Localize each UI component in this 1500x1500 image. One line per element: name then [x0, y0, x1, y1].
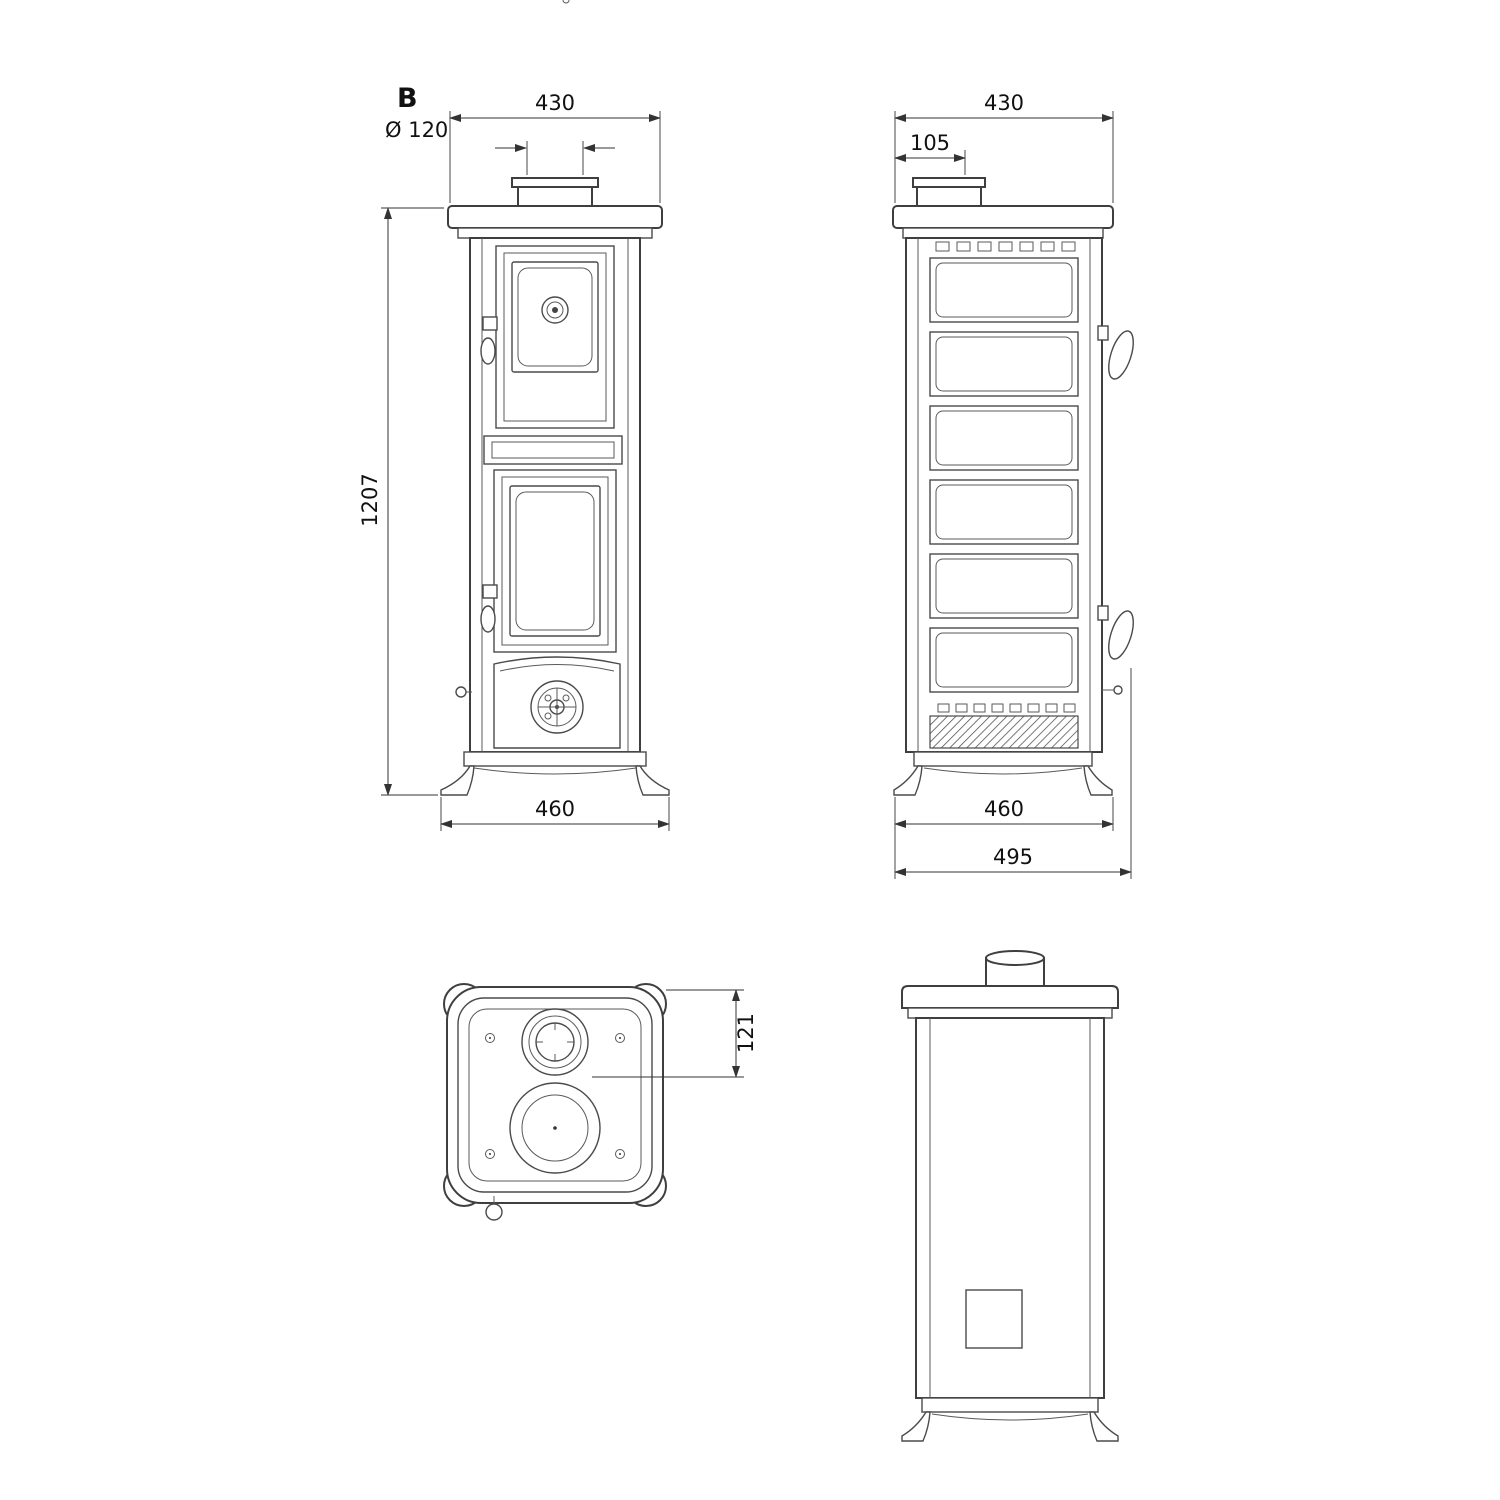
stove-body-back — [915, 1017, 1105, 1399]
dim-flue-diameter-label: Ø 120 — [385, 118, 448, 142]
oven-door — [480, 245, 615, 429]
dim-side-base-width-label: 460 — [984, 797, 1024, 821]
flue-opening-top — [521, 1008, 589, 1076]
base-side — [893, 751, 1113, 796]
top-view: 121 — [443, 983, 758, 1221]
dim-front-base-width-label: 460 — [535, 797, 575, 821]
ash-compartment — [455, 0, 621, 749]
oven-door-handle — [480, 337, 496, 365]
oven-door-handle-side — [1097, 325, 1134, 380]
fire-door-hinge — [482, 584, 498, 599]
dim-front-top-width: 430 — [449, 91, 661, 203]
bottom-vent-slots — [937, 703, 1076, 713]
dim-front-top-width-label: 430 — [535, 91, 575, 115]
dim-side-top-width-label: 430 — [984, 91, 1024, 115]
dim-flue-diameter: Ø 120 — [385, 118, 615, 175]
bolt-holes — [485, 1033, 625, 1159]
flue-collar-side — [912, 177, 986, 207]
back-view — [901, 950, 1119, 1442]
dim-side-overall-depth-label: 495 — [993, 845, 1033, 869]
oven-door-hinge — [482, 316, 498, 331]
section-label: B — [397, 83, 418, 114]
dim-side-flue-offset-label: 105 — [910, 131, 950, 155]
dim-side-flue-offset: 105 — [894, 131, 966, 175]
fire-door-handle — [480, 605, 496, 633]
top-plate-back — [901, 985, 1119, 1019]
base-back — [901, 1397, 1119, 1442]
front-view: 430 B Ø 120 1207 460 — [358, 0, 670, 831]
top-vent-slots — [935, 241, 1076, 252]
base-front — [440, 751, 670, 796]
side-view: 430 105 460 495 — [892, 91, 1134, 879]
side-panels — [929, 257, 1079, 693]
latch-side — [1102, 685, 1123, 695]
dim-top-flue-offset-label: 121 — [734, 1013, 758, 1053]
dim-side-overall-depth: 495 — [894, 668, 1132, 879]
dim-top-flue-offset: 121 — [592, 989, 758, 1078]
thermometer-icon — [541, 296, 569, 324]
flue-collar-front — [511, 177, 599, 207]
dim-side-top-width: 430 — [894, 91, 1114, 203]
grate-band — [929, 715, 1079, 749]
dim-side-base-width: 460 — [894, 797, 1114, 879]
drawer-front — [483, 435, 623, 465]
dim-front-height-label: 1207 — [358, 473, 382, 526]
side-knob-front — [455, 686, 467, 698]
top-plate-front — [447, 205, 663, 239]
top-plate-side — [892, 205, 1114, 239]
dim-front-height: 1207 — [358, 207, 444, 796]
hanging-handle — [485, 1196, 503, 1221]
hot-plate-circle — [509, 1082, 601, 1174]
fire-door — [480, 469, 617, 653]
flue-collar-back — [985, 950, 1045, 987]
dim-front-base-width: 460 — [440, 797, 670, 831]
rear-outlet — [965, 1289, 1023, 1349]
fire-door-handle-side — [1097, 605, 1134, 660]
stove-body-side — [905, 237, 1103, 753]
air-control-dial — [530, 0, 584, 734]
